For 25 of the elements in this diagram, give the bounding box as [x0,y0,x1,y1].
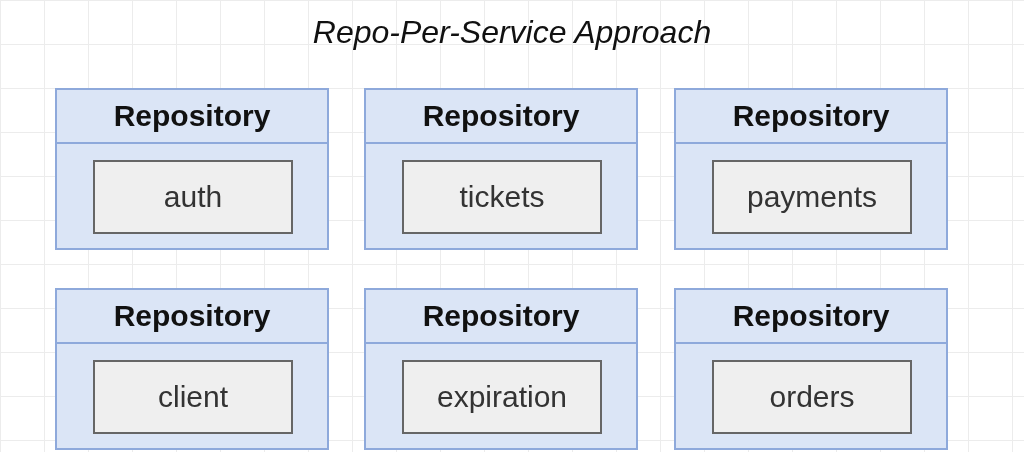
repository-heading: Repository [113,299,271,333]
service-box [93,160,293,234]
service-label: auth [163,180,223,214]
repository-box [674,288,948,450]
service-label: orders [769,380,855,414]
service-label: expiration [436,380,568,414]
repository-box [55,288,329,450]
repository-box [364,288,638,450]
service-box [402,160,602,234]
repository-heading: Repository [732,299,890,333]
repository-heading: Repository [422,299,580,333]
service-label: payments [746,180,878,214]
service-box [712,160,912,234]
diagram-title: Repo-Per-Service Approach [311,14,713,51]
repository-heading: Repository [113,99,271,133]
service-label: tickets [459,180,545,214]
service-box [712,360,912,434]
service-label: client [157,380,228,414]
repository-heading: Repository [422,99,580,133]
repository-box [364,88,638,250]
service-box [402,360,602,434]
repository-box [55,88,329,250]
repository-box [674,88,948,250]
repository-heading: Repository [732,99,890,133]
service-box [93,360,293,434]
